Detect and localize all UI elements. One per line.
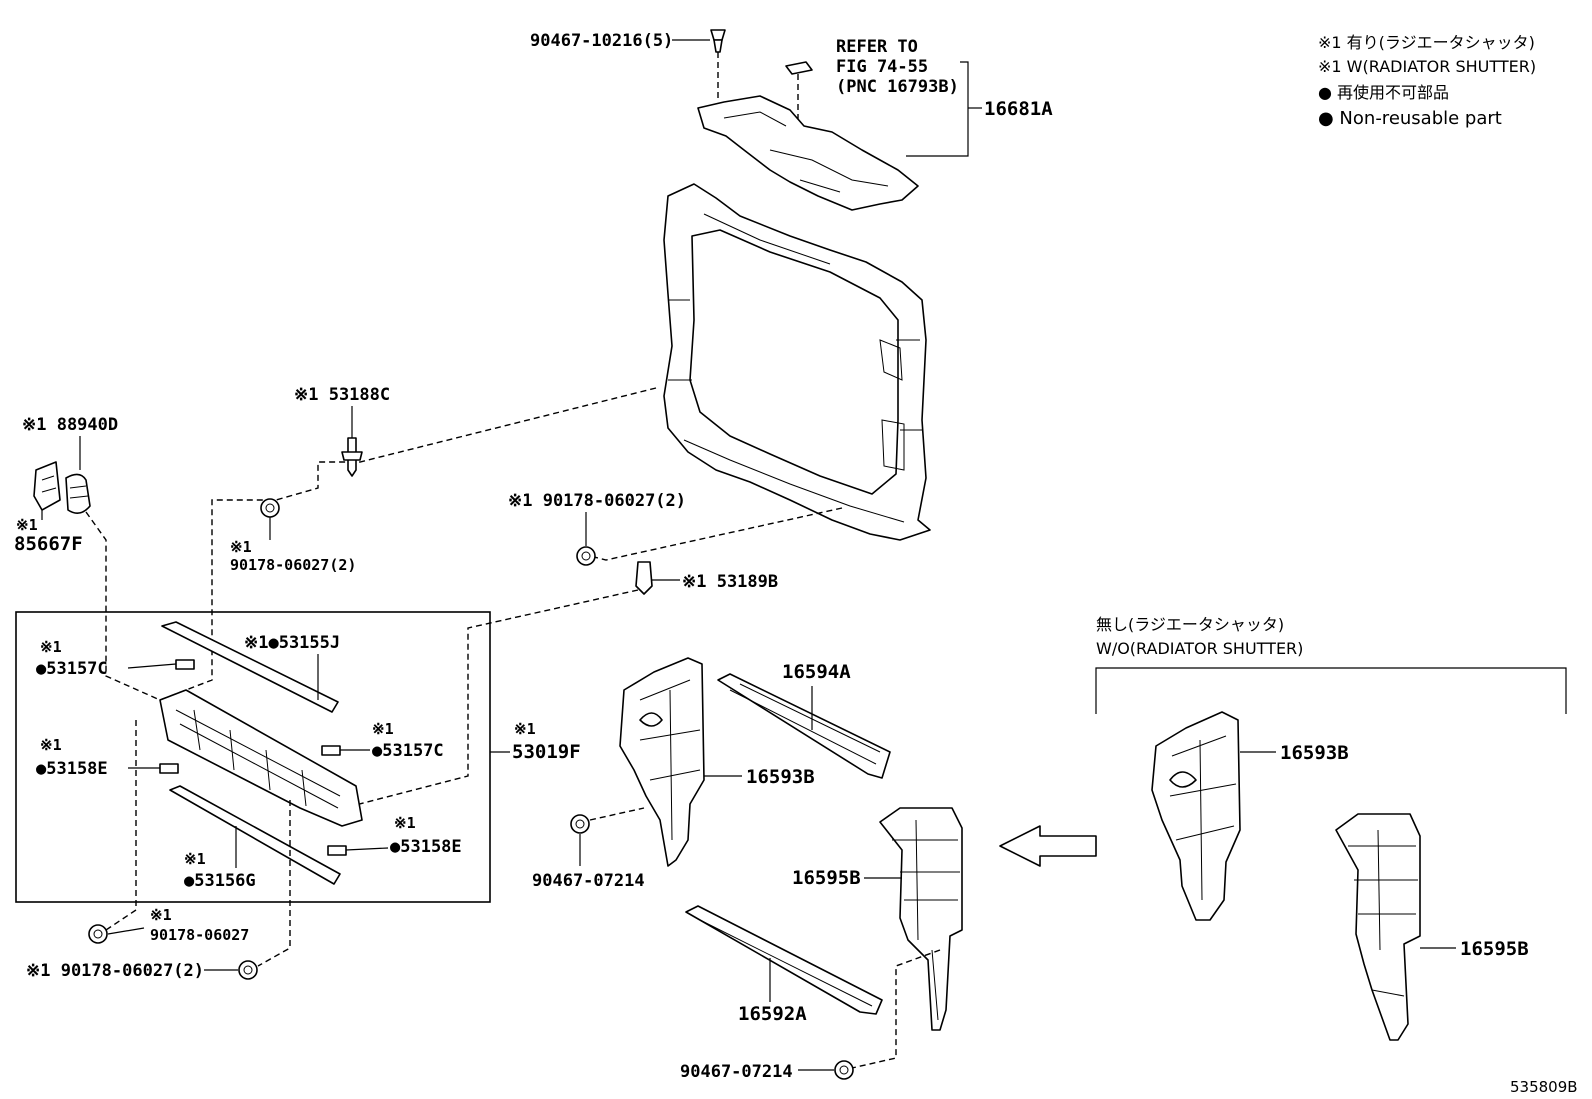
figure-id: 535809B [1510, 1078, 1578, 1096]
label-88940D: ※1 88940D [22, 415, 118, 435]
mark-53156G: ※1 [184, 850, 206, 868]
nut-90178-b-icon [576, 546, 596, 566]
pin-53188C-icon [341, 437, 363, 477]
label-90178-d: ※1 90178-06027(2) [26, 961, 204, 981]
dash-sensor [85, 511, 161, 701]
radiator-support-frame-icon [663, 183, 931, 541]
mark-85667F: ※1 [16, 516, 38, 534]
mark-53157C-right: ※1 [372, 720, 394, 738]
clip-top-icon [710, 29, 726, 53]
label-53158E-right: ●53158E [390, 837, 462, 857]
legend-with-jp: ※1 有り(ラジエータシャッタ) [1318, 33, 1535, 52]
leader-16681A-bracket [906, 61, 969, 157]
label-90178-b: ※1 90178-06027(2) [508, 491, 686, 511]
leader-53157C-left [127, 663, 177, 669]
label-90467-10216: 90467-10216(5) [530, 31, 673, 51]
mark-90178-c: ※1 [150, 906, 172, 924]
refer-line-2: FIG 74-55 [836, 57, 928, 77]
label-53157C-right: ●53157C [372, 741, 444, 761]
sensor-88940D-icon [65, 473, 91, 514]
legend: ※1 有り(ラジエータシャッタ) ※1 W(RADIATOR SHUTTER) … [1318, 33, 1536, 129]
leader-90178-c [107, 927, 145, 935]
nut-90178-c-icon [88, 924, 108, 944]
mark-53019F: ※1 [514, 720, 536, 738]
clip-90467-07214-b-icon [834, 1060, 854, 1080]
mark-53158E-right: ※1 [394, 814, 416, 832]
dash-53189B [335, 589, 639, 811]
label-16594A: 16594A [782, 661, 851, 683]
label-53188C: ※1 53188C [294, 385, 390, 405]
label-85667F: 85667F [14, 533, 83, 555]
mark-90178-a: ※1 [230, 538, 252, 556]
wo-title-jp: 無し(ラジエータシャッタ) [1096, 615, 1284, 634]
label-53019F: 53019F [512, 741, 581, 763]
refer-line-1: REFER TO [836, 37, 918, 57]
mark-53158E-left: ※1 [40, 736, 62, 754]
leader-53158E-right [345, 847, 389, 851]
dash-clip-a [589, 807, 645, 821]
label-53157C-left: ●53157C [36, 659, 108, 679]
shutter-assembly-frame [15, 611, 491, 903]
label-53156G: ●53156G [184, 871, 256, 891]
arrow-left-icon [999, 825, 1097, 867]
air-guide-16593B-icon [619, 657, 705, 867]
wo-section-bracket [1095, 667, 1567, 714]
seal-16594A-icon [717, 673, 891, 779]
refer-line-3: (PNC 16793B) [836, 77, 959, 97]
air-guide-16595B-wo-icon [1335, 813, 1421, 1041]
dash-clip-b [851, 949, 941, 1069]
retainer-53189B-icon [635, 561, 653, 595]
dash-nut-c [105, 720, 137, 931]
label-16681A: 16681A [984, 98, 1053, 120]
label-53155J: ※1●53155J [244, 633, 340, 653]
legend-with-en: ※1 W(RADIATOR SHUTTER) [1318, 57, 1536, 76]
label-53189B: ※1 53189B [682, 572, 778, 592]
label-16593B: 16593B [746, 766, 815, 788]
label-16595B: 16595B [792, 867, 861, 889]
clip-90467-07214-a-icon [570, 814, 590, 834]
label-90178-c: 90178-06027 [150, 926, 249, 944]
nut-90178-d-icon [238, 960, 258, 980]
seal-53155J-icon [161, 621, 339, 713]
label-90467-07214-b: 90467-07214 [680, 1062, 793, 1082]
air-guide-16593B-wo-icon [1151, 711, 1241, 921]
label-16595B-wo: 16595B [1460, 938, 1529, 960]
label-90467-07214-a: 90467-07214 [532, 871, 645, 891]
upper-cover-16681A-icon [697, 95, 919, 211]
seal-53156G-icon [169, 785, 341, 885]
bracket-85667F-icon [33, 461, 61, 511]
nut-90178-a-icon [260, 498, 280, 518]
dash-nut-d [257, 800, 291, 967]
shutter-assembly-53019F-icon [159, 621, 363, 885]
refer-note: REFER TO FIG 74-55 (PNC 16793B) [785, 37, 959, 130]
label-53158E-left: ●53158E [36, 759, 108, 779]
air-guide-16595B-icon [879, 807, 963, 1031]
legend-nonreusable-jp: ● 再使用不可部品 [1318, 83, 1449, 102]
label-90178-a: 90178-06027(2) [230, 556, 356, 574]
legend-nonreusable-en: ● Non-reusable part [1318, 108, 1502, 129]
wo-title-en: W/O(RADIATOR SHUTTER) [1096, 639, 1303, 658]
dash-frame-to-clip [589, 507, 843, 561]
mark-53157C-left: ※1 [40, 638, 62, 656]
deflector-16592A-icon [685, 905, 883, 1015]
label-16593B-wo: 16593B [1280, 742, 1349, 764]
label-16592A: 16592A [738, 1003, 807, 1025]
